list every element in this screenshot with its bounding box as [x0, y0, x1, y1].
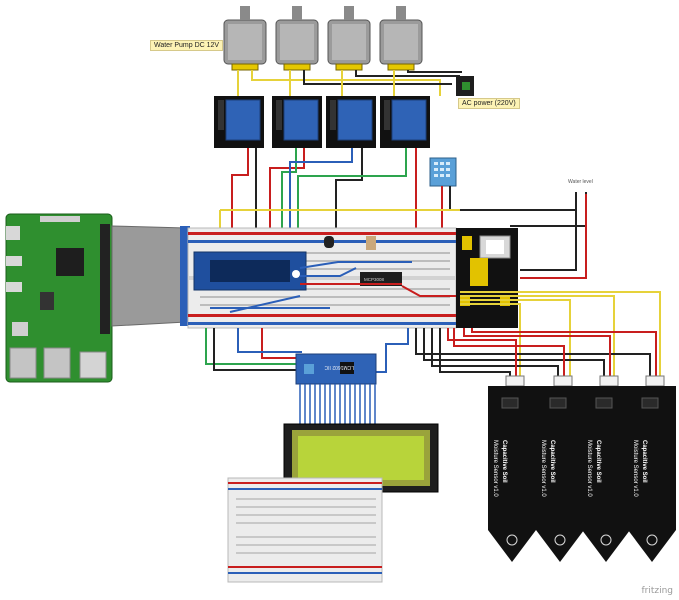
relay-module — [380, 96, 430, 148]
relay-module — [214, 96, 264, 148]
pump-motor — [379, 6, 423, 71]
dht-sensor — [429, 157, 457, 187]
ac-power-jack — [456, 76, 474, 96]
transistor — [324, 236, 334, 248]
secondary-breadboard — [227, 477, 383, 583]
lcd-backpack-label: LCM1602 IIC — [324, 364, 354, 370]
soil-sensors: Capacitive Soil Moisture Sensor v1.0 Cap… — [488, 375, 676, 562]
breadboard-wires — [210, 261, 501, 313]
resistor — [366, 236, 376, 250]
pump-motor — [223, 6, 267, 71]
pump-motors — [223, 6, 423, 71]
gpio-cobbler — [193, 251, 307, 291]
soil-sensor: Capacitive Soil Moisture Sensor v1.0 — [488, 375, 536, 562]
water-level-label: Water level — [568, 179, 593, 185]
sensor-subtitle: Moisture Sensor v1.0 — [586, 440, 592, 497]
pump-label: Water Pump DC 12V — [150, 40, 224, 51]
fritzing-watermark: fritzing — [641, 586, 673, 596]
raspberry-pi — [5, 213, 113, 383]
relay-wires — [219, 148, 587, 246]
pump-wires — [237, 70, 462, 96]
sensor-subtitle: Moisture Sensor v1.0 — [632, 440, 638, 497]
power-supply-module — [456, 228, 518, 328]
lcd-header-wires — [299, 384, 376, 424]
sensor-title: Capacitive Soil — [641, 440, 647, 483]
sensor-subtitle: Moisture Sensor v1.0 — [492, 440, 498, 497]
sensor-title: Capacitive Soil — [595, 440, 601, 483]
soil-sensor: Capacitive Soil Moisture Sensor v1.0 — [628, 375, 676, 562]
water-level-wires — [520, 194, 587, 279]
adc-chip: MCP3008 — [360, 272, 402, 286]
lcd-i2c-backpack: LCM1602 IIC — [295, 353, 377, 385]
relay-module — [272, 96, 322, 148]
soil-sensor: Capacitive Soil Moisture Sensor v1.0 — [536, 375, 584, 562]
ac-power-label: AC power (220V) — [458, 98, 520, 109]
pump-motor — [275, 6, 319, 71]
adc-chip-label: MCP3008 — [364, 277, 385, 282]
sensor-subtitle: Moisture Sensor v1.0 — [540, 440, 546, 497]
sensor-wires — [415, 291, 661, 378]
gpio-ribbon-cable — [111, 225, 190, 327]
soil-sensor: Capacitive Soil Moisture Sensor v1.0 — [582, 375, 630, 562]
lcd-wires — [205, 328, 409, 373]
sensor-title: Capacitive Soil — [501, 440, 507, 483]
relay-module — [326, 96, 376, 148]
sensor-title: Capacitive Soil — [549, 440, 555, 483]
pump-motor — [327, 6, 371, 71]
relay-modules — [214, 96, 430, 148]
